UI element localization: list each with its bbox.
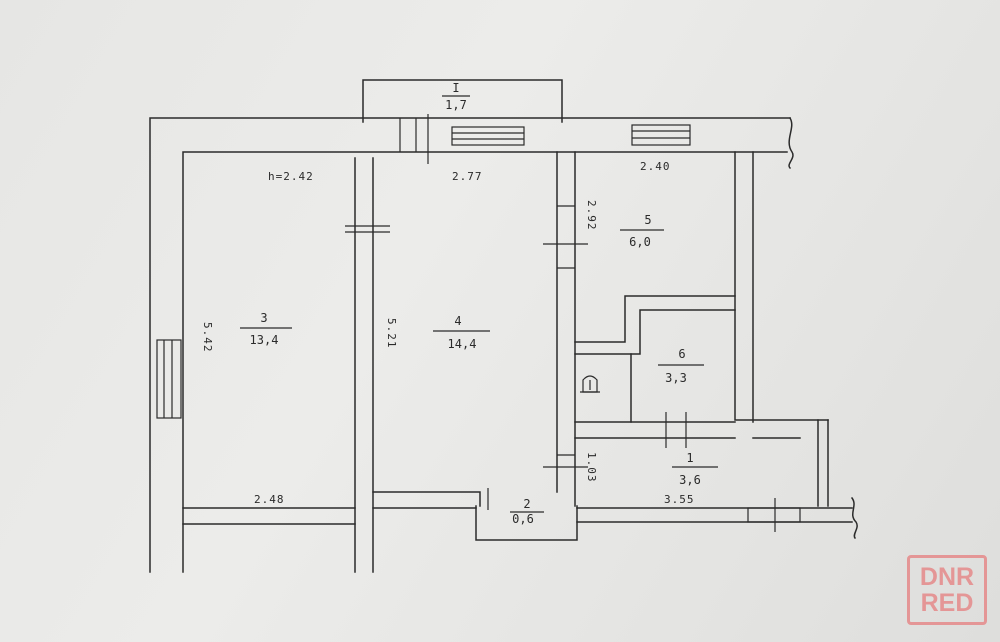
dimension-left-room3: 5.42 <box>201 322 214 353</box>
svg-text:1,7: 1,7 <box>445 98 467 112</box>
partition-central <box>543 151 588 507</box>
window-top-left <box>451 126 525 146</box>
room-label-5: 5 6,0 <box>620 213 664 249</box>
room-label-1: 1 3,6 <box>672 451 718 487</box>
partition-room3-room4 <box>345 157 390 573</box>
svg-text:I: I <box>452 81 459 95</box>
svg-text:6,0: 6,0 <box>629 235 651 249</box>
svg-text:2: 2 <box>523 497 530 511</box>
room-label-3: 3 13,4 <box>240 311 292 347</box>
dimension-kitchen-side: 2.92 <box>585 200 598 231</box>
svg-text:13,4: 13,4 <box>250 333 279 347</box>
dimension-top-mid: 2.77 <box>452 170 483 183</box>
dimension-left-room4: 5.21 <box>385 318 398 349</box>
svg-text:0,6: 0,6 <box>512 512 534 526</box>
toilet-icon <box>580 375 600 393</box>
svg-text:5: 5 <box>644 213 651 227</box>
room-label-6: 6 3,3 <box>658 347 704 385</box>
svg-text:3,6: 3,6 <box>679 473 701 487</box>
dimension-height: h=2.42 <box>268 170 314 183</box>
wall-bottom-right <box>576 496 858 540</box>
dimension-hall-side: 1.03 <box>585 452 598 483</box>
watermark-line2: RED <box>920 589 974 617</box>
dimension-top-right: 2.40 <box>640 160 671 173</box>
watermark-line1: DNR <box>919 563 975 591</box>
svg-text:3: 3 <box>260 311 267 325</box>
svg-text:1: 1 <box>686 451 693 465</box>
wall-bottom-left <box>182 507 356 525</box>
window-top-right <box>631 124 691 146</box>
room-label-2: 2 0,6 <box>510 497 544 526</box>
window-top-balcony-door <box>399 114 429 164</box>
dimension-bottom-left: 2.48 <box>254 493 285 506</box>
balcony <box>362 79 563 123</box>
partition-right <box>734 151 829 507</box>
room-label-4: 4 14,4 <box>433 314 490 351</box>
window-left <box>156 339 182 419</box>
dimension-bottom-right: 3.55 <box>664 493 695 506</box>
partition-bathroom <box>574 295 736 448</box>
watermark-logo: DNR RED <box>907 555 987 625</box>
exterior-wall-top <box>149 116 794 573</box>
svg-text:3,3: 3,3 <box>665 371 687 385</box>
svg-text:6: 6 <box>678 347 685 361</box>
wall-bottom-mid <box>372 488 578 541</box>
svg-text:14,4: 14,4 <box>448 337 477 351</box>
svg-text:4: 4 <box>454 314 461 328</box>
room-label-balcony: I 1,7 <box>442 81 470 112</box>
